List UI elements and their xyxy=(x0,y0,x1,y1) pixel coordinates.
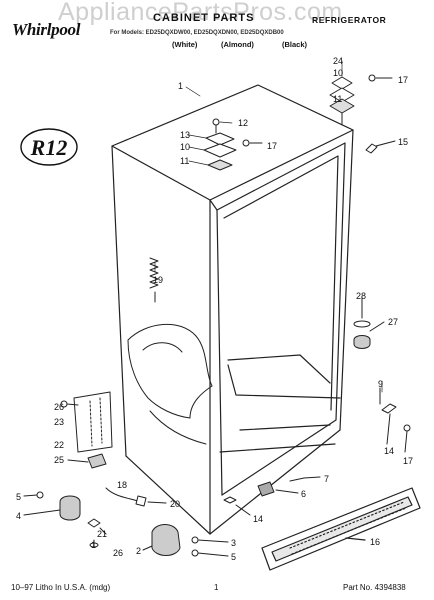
leader-lines xyxy=(154,60,383,393)
callout-6: 6 xyxy=(301,489,307,499)
callout-27: 27 xyxy=(388,317,399,327)
callout-12: 12 xyxy=(238,118,249,128)
callout-22: 22 xyxy=(54,440,65,450)
callout-1: 1 xyxy=(178,81,184,91)
hinge-bracket xyxy=(223,476,321,516)
r12-badge-text: R12 xyxy=(30,135,68,160)
callout-11: 11 xyxy=(180,156,190,166)
callout-21: 21 xyxy=(97,529,108,539)
callout-7: 7 xyxy=(324,474,330,484)
callout-2: 2 xyxy=(136,546,142,556)
footer-litho: 10–97 Litho In U.S.A. (mdg) xyxy=(11,583,111,592)
category-label: REFRIGERATOR xyxy=(312,15,387,25)
callout-26: 26 xyxy=(54,402,65,412)
color-black: (Black) xyxy=(282,40,308,49)
drain-tube xyxy=(105,487,167,507)
callout-17: 17 xyxy=(403,456,414,466)
spring-part xyxy=(149,257,159,303)
callout-11: 11 xyxy=(333,94,343,104)
cabinet-body xyxy=(111,84,354,535)
right-bracket xyxy=(379,387,411,453)
callout-3: 3 xyxy=(231,538,237,548)
footer-page-number: 1 xyxy=(214,583,219,592)
callout-9: 9 xyxy=(378,379,384,389)
color-white: (White) xyxy=(172,40,198,49)
top-hinge-left xyxy=(203,118,263,171)
callout-17: 17 xyxy=(398,75,409,85)
callout-24: 24 xyxy=(333,56,344,66)
side-cutout xyxy=(127,323,213,445)
page-title: CABINET PARTS xyxy=(153,12,255,24)
callout-28: 28 xyxy=(356,291,367,301)
callout-10: 10 xyxy=(333,68,344,78)
callout-23: 23 xyxy=(54,417,65,427)
callout-15: 15 xyxy=(398,137,409,147)
color-almond: (Almond) xyxy=(221,40,254,49)
callout-18: 18 xyxy=(117,480,128,490)
watermark-text: AppliancePartsPros.com xyxy=(58,0,343,26)
callout-14: 14 xyxy=(253,514,264,524)
callout-19: 19 xyxy=(153,275,164,285)
leveling-foot xyxy=(353,298,385,349)
top-hinge-right xyxy=(329,74,393,126)
callout-4: 4 xyxy=(16,511,22,521)
callout-20: 20 xyxy=(170,499,181,509)
callout-5: 5 xyxy=(16,492,22,502)
callout-26: 26 xyxy=(113,548,124,558)
relay-part xyxy=(67,453,107,469)
callout-13: 13 xyxy=(180,130,191,140)
r12-badge: R12 xyxy=(20,128,78,166)
brand-logo: Whirlpool xyxy=(12,20,81,39)
callout-25: 25 xyxy=(54,455,65,465)
callout-16: 16 xyxy=(370,537,381,547)
clip-part xyxy=(365,140,396,154)
callout-5: 5 xyxy=(231,552,237,562)
callout-17: 17 xyxy=(267,141,278,151)
callout-10: 10 xyxy=(180,142,191,152)
callout-14: 14 xyxy=(384,446,395,456)
callout-1: 1 xyxy=(91,540,97,550)
motor-part xyxy=(142,524,229,557)
footer-part-number: Part No. 4394838 xyxy=(343,583,406,592)
toe-grille xyxy=(261,487,421,571)
compressor-part xyxy=(23,491,81,521)
model-list: For Models: ED25DQXDW00, ED25DQXDN00, ED… xyxy=(110,30,284,36)
left-bracket xyxy=(60,391,113,453)
screw-set xyxy=(87,518,107,548)
